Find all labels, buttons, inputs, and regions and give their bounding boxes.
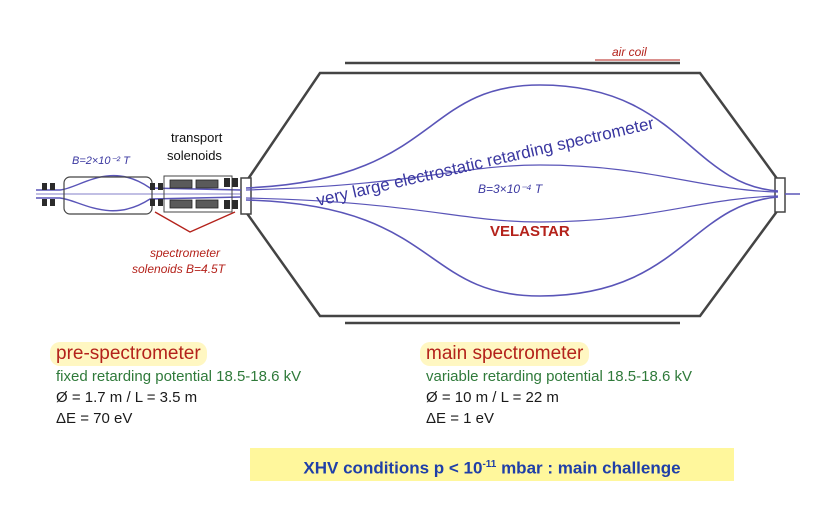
- beam-line-bottom: [36, 196, 242, 212]
- spectrometer-solenoid-blocks: [224, 178, 238, 209]
- field-line-inner-bottom: [245, 195, 779, 223]
- vessel-flange-left: [240, 177, 252, 215]
- pre-field-label: B=2×10⁻² T: [72, 155, 131, 167]
- pre-spectrometer-title: pre-spectrometer: [50, 342, 207, 366]
- pre-spectrometer-panel: pre-spectrometer fixed retarding potenti…: [50, 342, 301, 429]
- solenoid-bracket: [154, 211, 236, 233]
- main-spectrometer-panel: main spectrometer variable retarding pot…: [420, 342, 692, 429]
- velastar-label: VELASTAR: [490, 223, 570, 240]
- field-line-inner-top: [245, 164, 779, 193]
- transport-label-2: solenoids: [167, 148, 222, 163]
- main-potential: variable retarding potential 18.5-18.6 k…: [426, 368, 693, 385]
- transport-solenoids: [169, 179, 219, 209]
- challenge-text: XHV conditions p < 10: [303, 458, 483, 478]
- vessel-flange-right: [774, 177, 786, 213]
- beam-line-top: [36, 175, 242, 191]
- field-line-outer-top: [245, 84, 779, 192]
- challenge-text-end: mbar : main challenge: [496, 458, 681, 478]
- source-solenoids: [42, 183, 163, 206]
- field-line-outer-bottom: [245, 196, 779, 297]
- spectrometer-solenoids-label-1: spectrometer: [150, 246, 221, 260]
- transport-label-1: transport: [171, 130, 223, 145]
- main-field-label: B=3×10⁻⁴ T: [478, 182, 544, 196]
- vacuum-challenge-banner: XHV conditions p < 10-11 mbar : main cha…: [250, 448, 734, 481]
- pre-spectrometer-tank: [63, 176, 153, 215]
- pre-dimensions: Ø = 1.7 m / L = 3.5 m: [56, 389, 198, 406]
- pre-resolution: ΔE = 70 eV: [56, 410, 133, 427]
- pre-potential: fixed retarding potential 18.5-18.6 kV: [56, 368, 302, 385]
- main-resolution: ΔE = 1 eV: [426, 410, 494, 427]
- challenge-exponent: -11: [482, 459, 497, 470]
- main-dimensions: Ø = 10 m / L = 22 m: [426, 389, 559, 406]
- transport-housing: [163, 175, 233, 213]
- main-spectrometer-title: main spectrometer: [420, 342, 590, 366]
- spectrometer-solenoids-label-2: solenoids B=4.5T: [132, 262, 227, 276]
- air-coil-label: air coil: [612, 45, 647, 59]
